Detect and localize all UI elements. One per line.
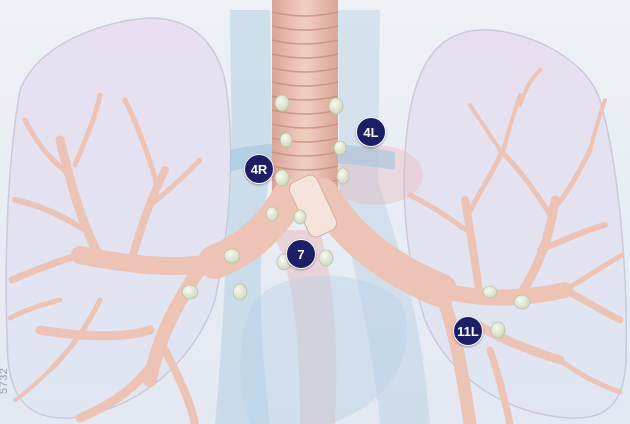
station-11l-badge: 11L [453,316,483,346]
station-4r-badge: 4R [244,154,274,184]
figure-code: 5732 [0,368,10,394]
station-7-badge: 7 [286,239,316,269]
station-4l-badge: 4L [356,117,386,147]
